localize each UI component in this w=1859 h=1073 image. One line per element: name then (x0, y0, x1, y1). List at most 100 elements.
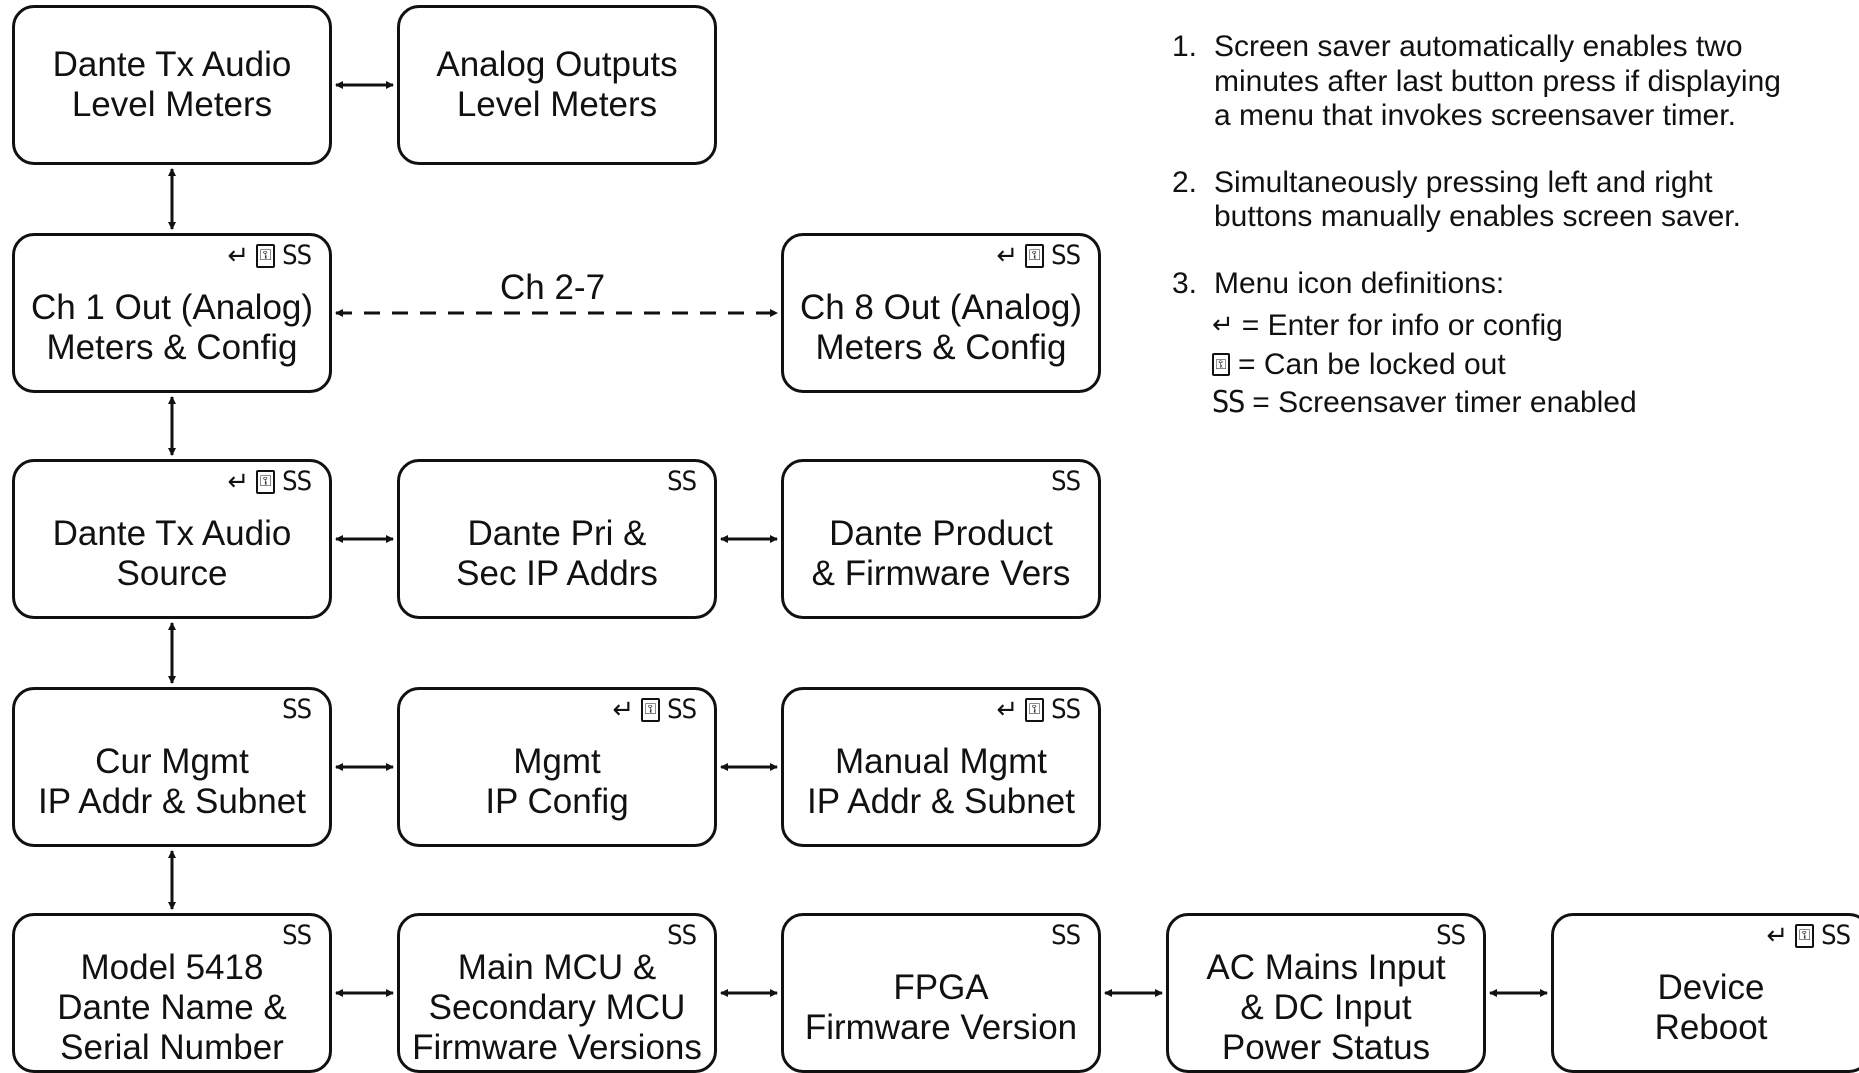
box-label-line: IP Config (485, 782, 629, 821)
icon-definition-text: = Can be locked out (1238, 347, 1506, 381)
box-icons: SS (667, 920, 697, 951)
box-text: Dante Pri &Sec IP Addrs (456, 514, 658, 594)
screensaver-icon: SS (282, 466, 312, 497)
box-label-line: Firmware Version (804, 1008, 1078, 1047)
box-label-line: Dante Tx Audio (52, 514, 292, 554)
box-label-line: Power Status (1221, 1027, 1431, 1067)
box-label-line: Analog Outputs (436, 45, 678, 85)
lock-icon: ⚿ (1025, 243, 1045, 268)
icon-definition-row: ⚿ = Can be locked out (1212, 348, 1832, 383)
screensaver-icon: SS (667, 466, 697, 497)
box-icons: ↵⚿SS (227, 466, 312, 497)
note-text-line: buttons manually enables screen saver. (1214, 200, 1741, 233)
box-icons: SS (282, 920, 312, 951)
box-label-line: Sec IP Addrs (456, 554, 658, 593)
box-label-line: Device (1657, 968, 1765, 1008)
box-label-line: Level Meters (456, 85, 658, 124)
box-text: Dante Product& Firmware Vers (812, 514, 1071, 594)
screensaver-icon: SS (667, 920, 697, 951)
enter-icon: ↵ (1212, 310, 1234, 341)
box-dante-pri-sec-ip: SS Dante Pri &Sec IP Addrs (397, 459, 717, 619)
box-icons: SS (1436, 920, 1466, 951)
note-number: 2. (1172, 165, 1198, 199)
box-icons: SS (282, 694, 312, 725)
box-label-line: IP Addr & Subnet (807, 782, 1075, 821)
box-icons: ↵⚿SS (996, 240, 1081, 271)
notes-list: 1. Screen saver automatically enables two… (1172, 30, 1832, 301)
screensaver-icon: SS (1436, 920, 1466, 951)
box-label-line: Meters & Config (815, 328, 1067, 367)
box-icons: SS (1051, 920, 1081, 951)
note-number: 1. (1172, 30, 1198, 63)
icon-definition-row: ↵= Enter for info or config (1212, 309, 1832, 344)
note-number: 3. (1172, 266, 1198, 300)
note-item: 3.Menu icon definitions: (1172, 267, 1832, 302)
box-dante-product-firmware: SS Dante Product& Firmware Vers (781, 459, 1101, 619)
enter-icon: ↵ (1766, 920, 1789, 951)
box-label-line: Firmware Versions (412, 1027, 702, 1067)
box-label-line: Serial Number (60, 1027, 284, 1067)
note-text-line: Screen saver automatically enables two (1214, 30, 1743, 63)
box-text: Ch 8 Out (Analog)Meters & Config (800, 288, 1082, 368)
box-label-line: Mgmt (513, 742, 601, 782)
screensaver-icon: SS (282, 920, 312, 951)
enter-icon: ↵ (227, 466, 250, 497)
box-label-line: Reboot (1654, 1008, 1768, 1047)
lock-icon: ⚿ (1795, 923, 1815, 948)
box-icons: ↵⚿SS (996, 694, 1081, 725)
box-label-line: AC Mains Input (1206, 948, 1446, 988)
enter-icon: ↵ (996, 240, 1019, 271)
screensaver-icon: SS (1212, 385, 1245, 420)
box-label-line: Manual Mgmt (834, 742, 1047, 782)
icon-definition-row: SS= Screensaver timer enabled (1212, 385, 1832, 421)
enter-icon: ↵ (612, 694, 635, 725)
box-text: Ch 1 Out (Analog)Meters & Config (31, 288, 313, 368)
note-text-line: Simultaneously pressing left and right (1214, 165, 1713, 199)
edge-label-ch2-7: Ch 2-7 (500, 268, 606, 307)
lock-icon: ⚿ (1212, 353, 1230, 377)
screensaver-icon: SS (282, 694, 312, 725)
icon-definition-text: = Screensaver timer enabled (1252, 386, 1637, 419)
box-label-line: Level Meters (71, 85, 273, 124)
notes-panel: 1. Screen saver automatically enables two… (1172, 30, 1832, 421)
note-text-line: a menu that invokes screensaver timer. (1214, 99, 1736, 132)
box-icons: SS (667, 466, 697, 497)
box-label-line: Main MCU & (457, 948, 657, 988)
box-label-line: Secondary MCU (428, 988, 686, 1028)
screensaver-icon: SS (1051, 694, 1081, 725)
screensaver-icon: SS (1051, 240, 1081, 271)
box-icons: ↵⚿SS (1766, 920, 1851, 951)
box-icons: ↵⚿SS (612, 694, 697, 725)
lock-icon: ⚿ (641, 697, 661, 722)
box-label-line: Source (116, 554, 228, 593)
box-icons: SS (1051, 468, 1081, 495)
icon-definition-text: = Enter for info or config (1241, 309, 1563, 342)
box-label-line: Dante Pri & (467, 514, 647, 554)
box-label-line: & DC Input (1240, 988, 1412, 1028)
box-label-line: Dante Name & (57, 988, 287, 1028)
note-text-line: minutes after last button press if displ… (1214, 64, 1781, 98)
note-item: 2. Simultaneously pressing left and right… (1172, 166, 1832, 235)
icon-definitions: ↵= Enter for info or config ⚿ = Can be loc… (1212, 309, 1832, 421)
enter-icon: ↵ (227, 240, 250, 271)
screensaver-icon: SS (1051, 920, 1081, 951)
box-label-line: IP Addr & Subnet (38, 782, 306, 821)
